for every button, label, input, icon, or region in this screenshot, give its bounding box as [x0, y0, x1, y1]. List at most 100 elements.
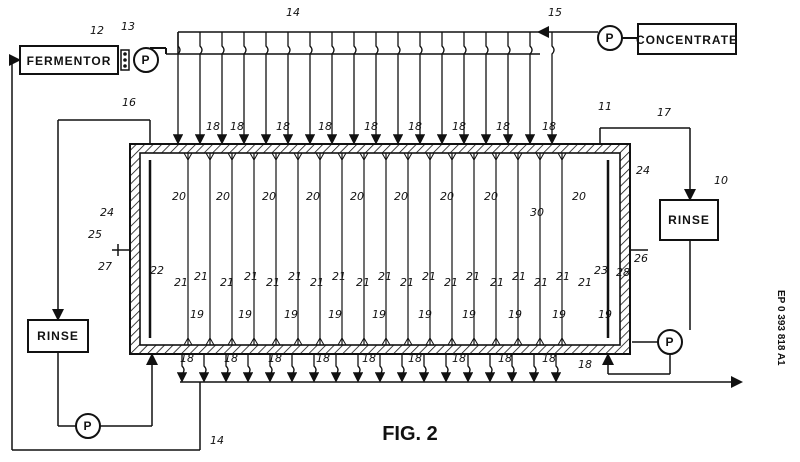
- ref-20: 20: [306, 190, 320, 203]
- feed-pump-letter: P: [141, 53, 150, 67]
- rinse-left-pump-letter: P: [83, 419, 92, 433]
- bottom-port: [513, 336, 523, 346]
- bottom-port: [403, 336, 413, 346]
- ref-19: 19: [462, 308, 476, 321]
- ref-21: 21: [174, 276, 188, 289]
- concentrate-pump-letter: P: [605, 31, 614, 45]
- filter-13: [120, 49, 130, 71]
- top-port: [381, 152, 391, 162]
- top-port: [359, 152, 369, 162]
- top-port: [249, 152, 259, 162]
- ref-18-bottom: 18: [542, 352, 556, 365]
- bottom-port: [183, 336, 193, 346]
- ref-18-top: 18: [206, 120, 220, 133]
- top-port: [337, 152, 347, 162]
- outlet-line: [484, 354, 496, 383]
- ref-25: 25: [88, 228, 102, 241]
- bottom-port: [249, 336, 259, 346]
- ref-18-top: 18: [364, 120, 378, 133]
- ref-19: 19: [372, 308, 386, 321]
- feed-line: [304, 32, 316, 145]
- ref-20: 20: [572, 190, 586, 203]
- feed-line: [172, 32, 184, 145]
- outlet-line: [308, 354, 320, 383]
- ref-19: 19: [238, 308, 252, 321]
- bottom-outlet-lines: [176, 354, 562, 383]
- ref-21: 21: [444, 276, 458, 289]
- rinse-right-label: RINSE: [668, 213, 710, 227]
- ref-13: 13: [121, 20, 135, 33]
- bottom-port: [491, 336, 501, 346]
- top-port: [513, 152, 523, 162]
- concentrate-pump: P: [537, 25, 638, 51]
- feed-line: [414, 32, 426, 145]
- ref-21: 21: [378, 270, 392, 283]
- outlet-line: [462, 354, 474, 383]
- rinse-right-pump-letter: P: [665, 335, 674, 349]
- ref-14-top: 14: [286, 6, 300, 19]
- ref-12: 12: [90, 24, 104, 37]
- ref-30: 30: [530, 206, 544, 219]
- top-feed-lines: [172, 32, 558, 145]
- outlet-line: [286, 354, 298, 383]
- feed-line: [392, 32, 404, 145]
- ref-21: 21: [556, 270, 570, 283]
- bottom-port: [271, 336, 281, 346]
- ref-19: 19: [284, 308, 298, 321]
- publication-number: EP 0 393 818 A1: [775, 290, 786, 366]
- outlet-line: [440, 354, 452, 383]
- ref-16: 16: [122, 96, 136, 109]
- right-rinse-loop: RINSE P: [599, 127, 719, 375]
- ref-21: 21: [578, 276, 592, 289]
- ref-18-top: 18: [496, 120, 510, 133]
- ref-21: 21: [422, 270, 436, 283]
- ref-21: 21: [244, 270, 258, 283]
- top-port: [469, 152, 479, 162]
- feed-line: [370, 32, 382, 145]
- outlet-line: [418, 354, 430, 383]
- ref-24-right: 24: [636, 164, 650, 177]
- top-port: [227, 152, 237, 162]
- feed-line: [238, 32, 250, 145]
- top-manifold: [166, 31, 558, 145]
- ref-27: 27: [98, 260, 112, 273]
- ref-17: 17: [657, 106, 671, 119]
- ref-23: 23: [594, 264, 608, 277]
- bottom-port: [557, 336, 567, 346]
- top-port: [403, 152, 413, 162]
- ref-22: 22: [150, 264, 164, 277]
- outlet-line: [220, 354, 232, 383]
- outlet-line: [550, 354, 562, 383]
- bottom-port: [381, 336, 391, 346]
- ref-28: 28: [616, 266, 630, 279]
- outlet-line: [374, 354, 386, 383]
- ref-20: 20: [394, 190, 408, 203]
- ref-18-bottom: 18: [316, 352, 330, 365]
- ref-21: 21: [512, 270, 526, 283]
- outlet-line: [396, 354, 408, 383]
- ref-18-bottom: 18: [224, 352, 238, 365]
- feed-line: [502, 32, 514, 145]
- ref-21: 21: [194, 270, 208, 283]
- ref-19: 19: [598, 308, 612, 321]
- top-port: [491, 152, 501, 162]
- feed-line: [260, 32, 272, 145]
- reference-numerals: 12 13 14 15 16 17 11 10 24 24 25 27 26 2…: [88, 6, 728, 447]
- feed-pump: P: [133, 47, 167, 73]
- feed-line: [436, 32, 448, 145]
- bottom-port: [337, 336, 347, 346]
- filtration-vessel: [129, 143, 631, 355]
- bottom-port: [535, 336, 545, 346]
- ref-20: 20: [172, 190, 186, 203]
- ref-18-bottom: 18: [362, 352, 376, 365]
- ref-21: 21: [288, 270, 302, 283]
- top-port: [315, 152, 325, 162]
- rinse-right-box: [659, 199, 719, 241]
- ref-18-bottom: 18: [268, 352, 282, 365]
- ref-18-top: 18: [542, 120, 556, 133]
- bottom-port: [227, 336, 237, 346]
